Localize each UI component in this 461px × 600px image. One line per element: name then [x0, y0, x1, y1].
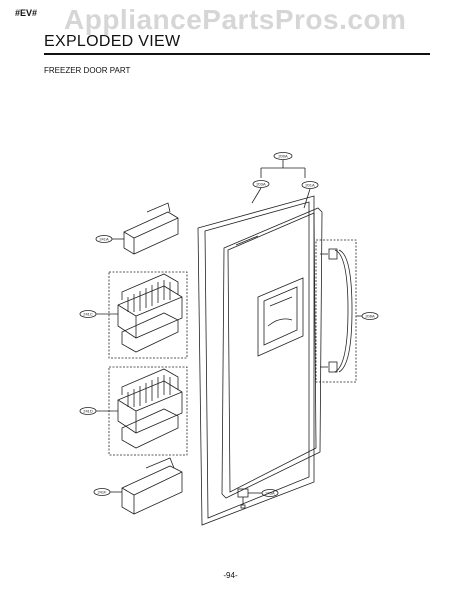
title-rule [44, 53, 430, 55]
callout-door [301, 181, 319, 209]
label-basket-lower: 241D [83, 409, 93, 414]
document-tag: #EV# [15, 8, 38, 18]
callout-basket-upper [79, 310, 118, 318]
door-bin-bottom [121, 457, 183, 515]
callout-bin-top [95, 235, 124, 243]
label-door: 201A [305, 183, 315, 188]
label-switch: 243A [265, 491, 275, 496]
callout-gasket [251, 180, 270, 204]
callout-switch [248, 489, 279, 497]
door-gasket [197, 195, 315, 526]
basket-lower [108, 366, 188, 456]
section-subtitle: FREEZER DOOR PART [44, 66, 131, 75]
door-bin-top [123, 202, 179, 255]
callout-handle [356, 312, 379, 320]
label-top-group: 200A [278, 154, 288, 159]
label-bin-top: 241A [99, 237, 109, 242]
basket-upper [108, 271, 188, 359]
label-gasket: 203A [256, 182, 266, 187]
label-handle: 206A [365, 314, 375, 319]
page-title: EXPLODED VIEW [44, 33, 181, 50]
label-basket-upper: 241C [83, 312, 93, 317]
freezer-door [221, 207, 323, 499]
callout-top-group [260, 152, 306, 178]
door-handle [315, 239, 357, 383]
callout-basket-lower [79, 407, 118, 415]
callout-bin-bottom [93, 488, 122, 496]
label-bin-bottom: 241F [97, 490, 107, 495]
watermark: AppliancePartsPros.com [64, 4, 407, 35]
page-number: -94- [223, 571, 238, 580]
